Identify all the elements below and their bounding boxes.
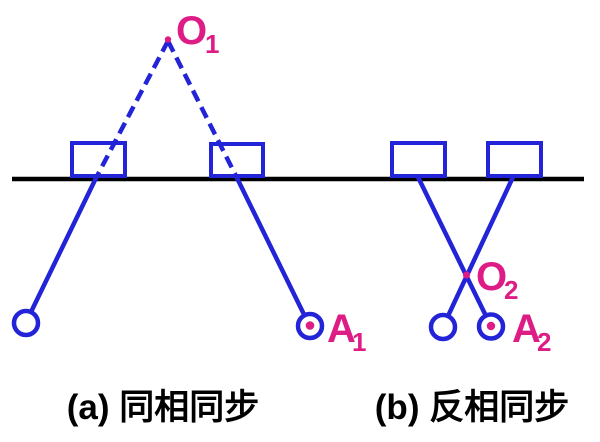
label-a2: A — [512, 307, 541, 351]
label-a2-subscript: 2 — [537, 327, 551, 357]
pendulum-string-b-left-crossed — [415, 176, 488, 316]
support-box-a-left — [70, 141, 127, 178]
label-a1-subscript: 1 — [352, 327, 366, 357]
pendulum-bob-b-left — [428, 312, 458, 342]
bob-a2-center-dot — [486, 321, 496, 331]
string-extension-dashed-a-left — [94, 39, 170, 180]
crossing-point-o2-dot — [462, 271, 471, 279]
label-o2-subscript: 2 — [504, 275, 518, 305]
label-o1-subscript: 1 — [205, 29, 219, 59]
pendulum-string-a-left — [28, 177, 99, 313]
label-o2: O — [476, 255, 507, 299]
label-a1: A — [327, 307, 356, 351]
caption-a: (a) 同相同步 — [67, 388, 260, 427]
support-box-b-left — [390, 141, 447, 178]
bob-a1-center-dot — [305, 321, 315, 330]
support-box-b-right — [486, 141, 543, 178]
support-box-a-right — [209, 142, 265, 178]
pendulum-string-b-right-crossed — [445, 176, 516, 317]
diagram-a-in-phase: O 1 A 1 (a) 同相同步 — [11, 9, 366, 427]
caption-b: (b) 反相同步 — [375, 388, 569, 427]
string-extension-dashed-a-right — [165, 39, 240, 180]
pendulum-string-a-right — [234, 177, 307, 316]
virtual-pivot-o1-dot — [164, 36, 172, 43]
diagram-b-anti-phase: O 2 A 2 (b) 反相同步 — [375, 141, 569, 427]
pendulum-bob-a-left — [11, 308, 41, 338]
label-o1: O — [176, 9, 207, 53]
